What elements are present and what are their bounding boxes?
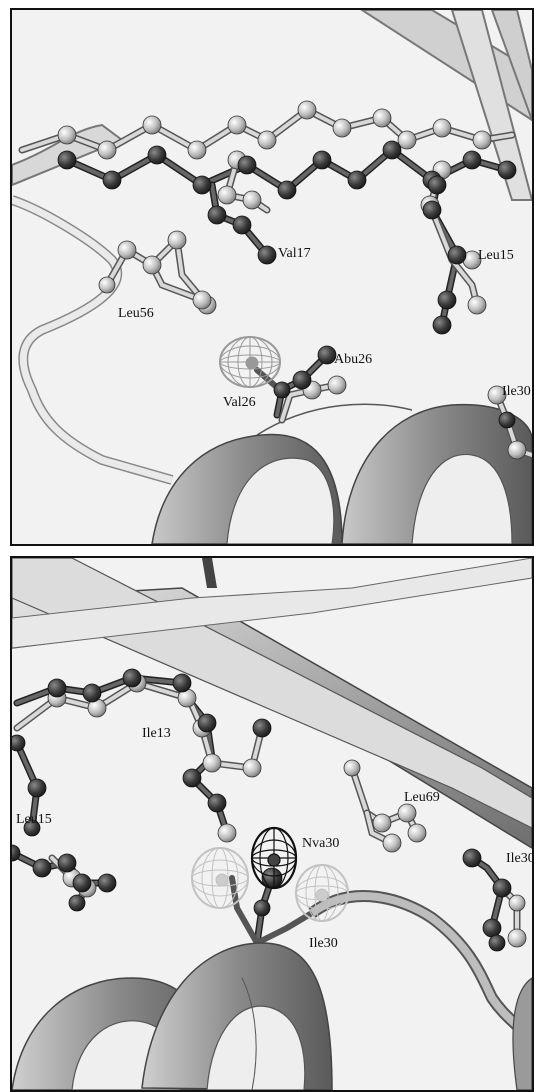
label-abu26: Abu26 bbox=[334, 352, 372, 368]
label-ile30: Ile30 bbox=[502, 384, 531, 400]
density-mesh-val26 bbox=[220, 337, 280, 387]
label-ile13: Ile13 bbox=[142, 726, 171, 742]
atoms-dark-bottom bbox=[12, 669, 511, 951]
label-leu15: Leu15 bbox=[478, 248, 514, 264]
top-molecular-render bbox=[12, 10, 532, 544]
label-val26: Val26 bbox=[223, 395, 256, 411]
helix-ribbon bbox=[152, 404, 532, 544]
label-val17: Val17 bbox=[278, 246, 311, 262]
bottom-molecular-render bbox=[12, 558, 532, 1090]
loop-and-helix bbox=[12, 896, 532, 1090]
label-ile30: Ile30 bbox=[309, 936, 338, 952]
bottom-structure-panel: Ile13 Leu69 Leu15 Nva30 Ile30 Ile30 bbox=[10, 556, 534, 1092]
density-mesh-ile30-left bbox=[192, 848, 248, 908]
label-nva30: Nva30 bbox=[302, 836, 339, 852]
label-ile30-right: Ile30 bbox=[506, 851, 534, 867]
top-structure-panel: Val17 Leu15 Leu56 Abu26 Val26 Ile30 bbox=[10, 8, 534, 546]
label-leu69: Leu69 bbox=[404, 790, 440, 806]
label-leu15: Leu15 bbox=[16, 812, 52, 828]
density-mesh-nva30 bbox=[252, 828, 296, 888]
label-leu56: Leu56 bbox=[118, 306, 154, 322]
